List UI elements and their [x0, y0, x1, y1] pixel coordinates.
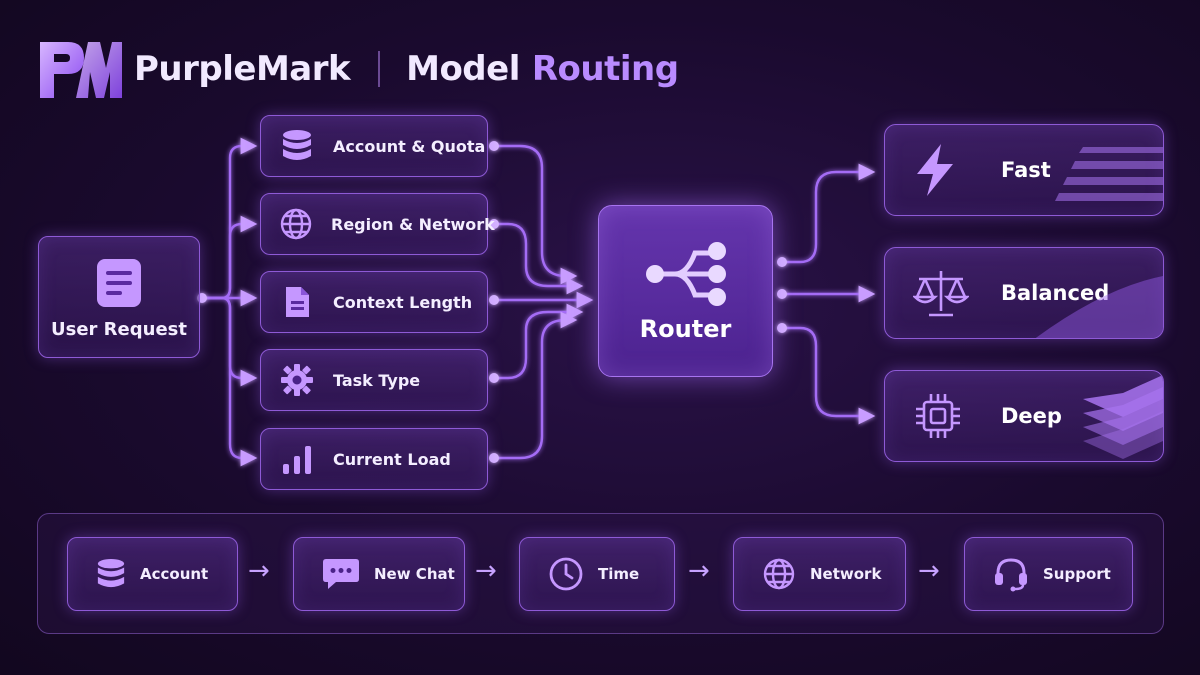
purplemark-logo-icon — [40, 42, 122, 98]
wire-user-to-load — [202, 296, 258, 467]
file-icon — [279, 284, 315, 320]
database-icon — [97, 559, 125, 588]
page-title-accent: Routing — [531, 49, 679, 89]
brand-name: PurpleMark — [134, 49, 351, 89]
wire-user-to-account — [202, 137, 258, 300]
factor-context-length[interactable]: Context Length — [260, 271, 488, 333]
scales-icon — [913, 271, 969, 317]
user-request-label: User Request — [51, 318, 187, 340]
wire-router-to-deep — [782, 326, 876, 425]
headset-icon — [995, 558, 1027, 592]
database-icon — [279, 128, 315, 164]
factor-label: Current Load — [333, 449, 451, 469]
step-network[interactable]: Network — [733, 537, 906, 611]
step-label: Support — [1043, 565, 1111, 583]
output-label: Balanced — [1001, 281, 1110, 305]
document-icon — [97, 258, 141, 307]
layers-icon — [1083, 375, 1163, 459]
factor-current-load[interactable]: Current Load — [260, 428, 488, 490]
page-title: Model — [406, 49, 520, 89]
factor-account-quota[interactable]: Account & Quota — [260, 115, 488, 177]
step-time[interactable]: Time — [519, 537, 675, 611]
gear-icon — [279, 362, 315, 398]
arrow-right-icon: → — [475, 556, 497, 586]
factor-label: Region & Network — [331, 214, 495, 234]
factor-task-type[interactable]: Task Type — [260, 349, 488, 411]
arrow-right-icon: → — [918, 556, 940, 586]
wire-user-to-task — [202, 296, 258, 387]
wire-task-to-router — [494, 303, 584, 380]
router-label: Router — [639, 315, 732, 343]
arrow-right-icon: → — [688, 556, 710, 586]
router-node[interactable]: Router — [598, 205, 773, 377]
factor-label: Task Type — [333, 370, 421, 390]
lightning-icon — [917, 144, 953, 196]
wire-region-to-router — [494, 222, 584, 295]
chip-icon — [916, 394, 960, 438]
wave-decoration — [1035, 276, 1163, 338]
header: PurpleMark Model Routing — [38, 38, 679, 100]
bar-chart-icon — [279, 441, 315, 477]
wire-account-to-router — [494, 144, 578, 285]
step-support[interactable]: Support — [964, 537, 1133, 611]
output-deep[interactable]: Deep — [884, 370, 1164, 462]
factor-label: Account & Quota — [333, 136, 486, 156]
wire-router-to-fast — [782, 163, 876, 264]
step-label: Network — [810, 565, 882, 583]
header-divider — [378, 51, 381, 87]
factor-label: Context Length — [333, 292, 473, 312]
step-label: New Chat — [374, 565, 455, 583]
arrow-right-icon: → — [248, 556, 270, 586]
output-label: Deep — [1001, 404, 1062, 428]
globe-icon — [279, 206, 313, 242]
speed-lines-icon — [1055, 147, 1163, 201]
wire-user-to-region — [202, 215, 258, 300]
output-fast[interactable]: Fast — [884, 124, 1164, 216]
wire-load-to-router — [494, 311, 578, 460]
step-account[interactable]: Account — [67, 537, 238, 611]
user-request-node[interactable]: User Request — [38, 236, 200, 358]
factor-region-network[interactable]: Region & Network — [260, 193, 495, 255]
output-label: Fast — [1001, 158, 1051, 182]
share-icon — [645, 242, 726, 306]
step-label: Account — [140, 565, 209, 583]
chat-icon — [323, 559, 359, 589]
globe-icon — [763, 558, 795, 590]
step-new-chat[interactable]: New Chat — [293, 537, 465, 611]
step-label: Time — [598, 565, 640, 583]
output-balanced[interactable]: Balanced — [884, 247, 1164, 339]
clock-icon — [549, 557, 583, 591]
